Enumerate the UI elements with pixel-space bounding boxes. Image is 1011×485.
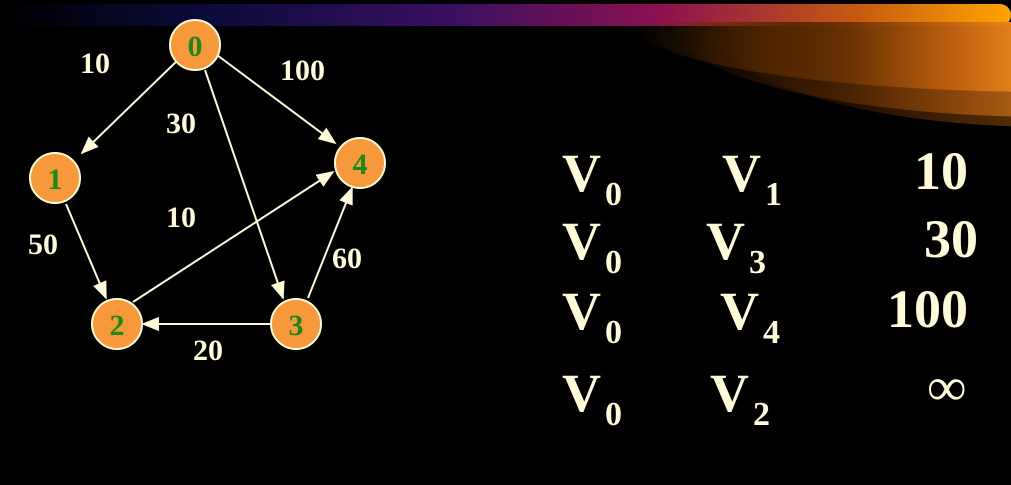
edge-2-4-weight: 10 <box>166 201 196 234</box>
title-gradient-bar <box>0 4 1011 26</box>
target-subscript: 1 <box>765 176 782 213</box>
edge-0-4-weight: 100 <box>280 54 325 87</box>
target-subscript: 4 <box>763 314 780 351</box>
edge-0-3 <box>204 69 285 300</box>
edge-1-2 <box>65 203 107 300</box>
source-letter: V <box>562 363 601 423</box>
path-distance: 100 <box>887 279 968 339</box>
target-letter: V <box>710 363 749 423</box>
source-letter: V <box>562 143 601 203</box>
source-subscript: 0 <box>605 244 622 281</box>
edge-2-4 <box>132 171 335 303</box>
node-3-label: 3 <box>289 309 304 342</box>
node-1-label: 1 <box>48 163 63 196</box>
edge-0-1-weight: 10 <box>80 47 110 80</box>
node-4: 4 <box>334 137 386 189</box>
edge-3-2-weight: 20 <box>193 334 223 367</box>
node-0-label: 0 <box>188 30 203 63</box>
node-1: 1 <box>29 152 81 204</box>
node-3: 3 <box>270 298 322 350</box>
source-subscript: 0 <box>605 314 622 351</box>
target-letter: V <box>706 211 745 271</box>
edge-0-4 <box>216 54 337 145</box>
target-letter: V <box>720 281 759 341</box>
edge-3-4 <box>307 186 353 299</box>
source-subscript: 0 <box>605 396 622 433</box>
edge-1-2-weight: 50 <box>28 228 58 261</box>
edge-0-1 <box>80 57 181 155</box>
source-letter: V <box>562 281 601 341</box>
source-subscript: 0 <box>605 176 622 213</box>
node-2-label: 2 <box>110 309 125 342</box>
path-distance: 30 <box>924 209 978 269</box>
node-2: 2 <box>91 298 143 350</box>
source-letter: V <box>562 211 601 271</box>
target-subscript: 3 <box>749 244 766 281</box>
target-subscript: 2 <box>753 396 770 433</box>
edge-0-3-weight: 30 <box>166 107 196 140</box>
decorative-swoosh <box>640 22 1011 132</box>
node-4-label: 4 <box>353 148 368 181</box>
path-distance: ∞ <box>927 357 967 417</box>
target-letter: V <box>722 143 761 203</box>
edge-3-4-weight: 60 <box>332 242 362 275</box>
node-0: 0 <box>169 19 221 71</box>
path-distance: 10 <box>914 141 968 201</box>
